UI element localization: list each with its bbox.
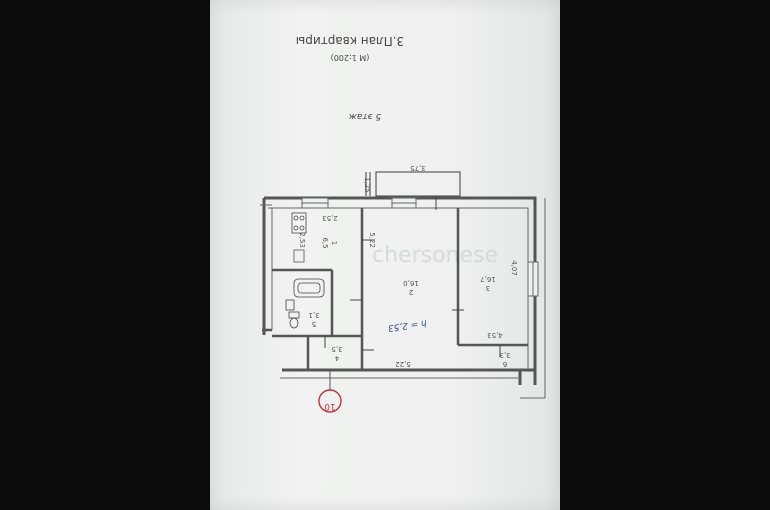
- washbasin-icon: [285, 299, 295, 311]
- outer-walls: [262, 196, 537, 385]
- dimension-kitchen-width: 2,53: [322, 214, 338, 222]
- watermark-text: chersonese: [372, 243, 498, 268]
- stamp-number: 10: [324, 401, 336, 411]
- room-2-label: 2 16,0: [403, 279, 419, 296]
- svg-text:5: 5: [312, 320, 316, 328]
- balcony-dimension: 3,75: [410, 164, 426, 172]
- room-3-label: 3 16,7: [480, 275, 496, 292]
- floor-label: 5 этаж: [348, 111, 381, 121]
- svg-text:6: 6: [502, 360, 507, 368]
- svg-text:6,5: 6,5: [321, 237, 329, 248]
- dimension-room2-width: 5,22: [395, 360, 411, 368]
- dimension-room2-side: 5,22: [368, 232, 376, 248]
- room-6-label: 6 3,3: [499, 351, 510, 368]
- dimension-room3-side: 4,07: [510, 260, 518, 276]
- svg-text:4: 4: [334, 354, 339, 362]
- mirrored-scale-group: (М 1:200): [331, 53, 370, 62]
- dimension-kitchen-side: 2,53: [298, 232, 306, 248]
- balcony: [365, 171, 461, 197]
- svg-text:16,7: 16,7: [480, 275, 496, 283]
- sink-icon: [293, 249, 305, 263]
- mirrored-floor-group: 5 этаж: [348, 111, 381, 121]
- height-note: h = 2,53: [387, 317, 427, 332]
- room-5-label: 5 3,1: [308, 311, 319, 328]
- dimension-room3-width: 4,53: [487, 331, 503, 339]
- room-4-label: 4 3,5: [331, 345, 342, 362]
- wall-inner-lines: [260, 198, 546, 399]
- svg-text:3,1: 3,1: [308, 311, 319, 319]
- plan-sheet: [210, 0, 560, 510]
- svg-text:3,3: 3,3: [499, 351, 510, 359]
- windows: [301, 197, 539, 297]
- svg-text:3: 3: [486, 284, 490, 292]
- svg-text:16,0: 16,0: [403, 279, 419, 287]
- door-marks: [324, 196, 501, 357]
- svg-text:1: 1: [330, 241, 338, 245]
- plan-title: 3.План квартиры: [296, 34, 404, 48]
- toilet-icon: [288, 311, 300, 329]
- interior-walls: [262, 208, 528, 370]
- svg-text:3,5: 3,5: [331, 345, 342, 353]
- mirrored-title-group: 3.План квартиры: [296, 34, 404, 48]
- dimension-balcony-side: 1,25: [363, 177, 371, 193]
- svg-text:2: 2: [409, 288, 413, 296]
- room-1-label: 1 6,5: [321, 237, 338, 248]
- bathtub-icon: [293, 278, 325, 298]
- stove-icon: [291, 212, 307, 234]
- plan-scale: (М 1:200): [331, 53, 370, 62]
